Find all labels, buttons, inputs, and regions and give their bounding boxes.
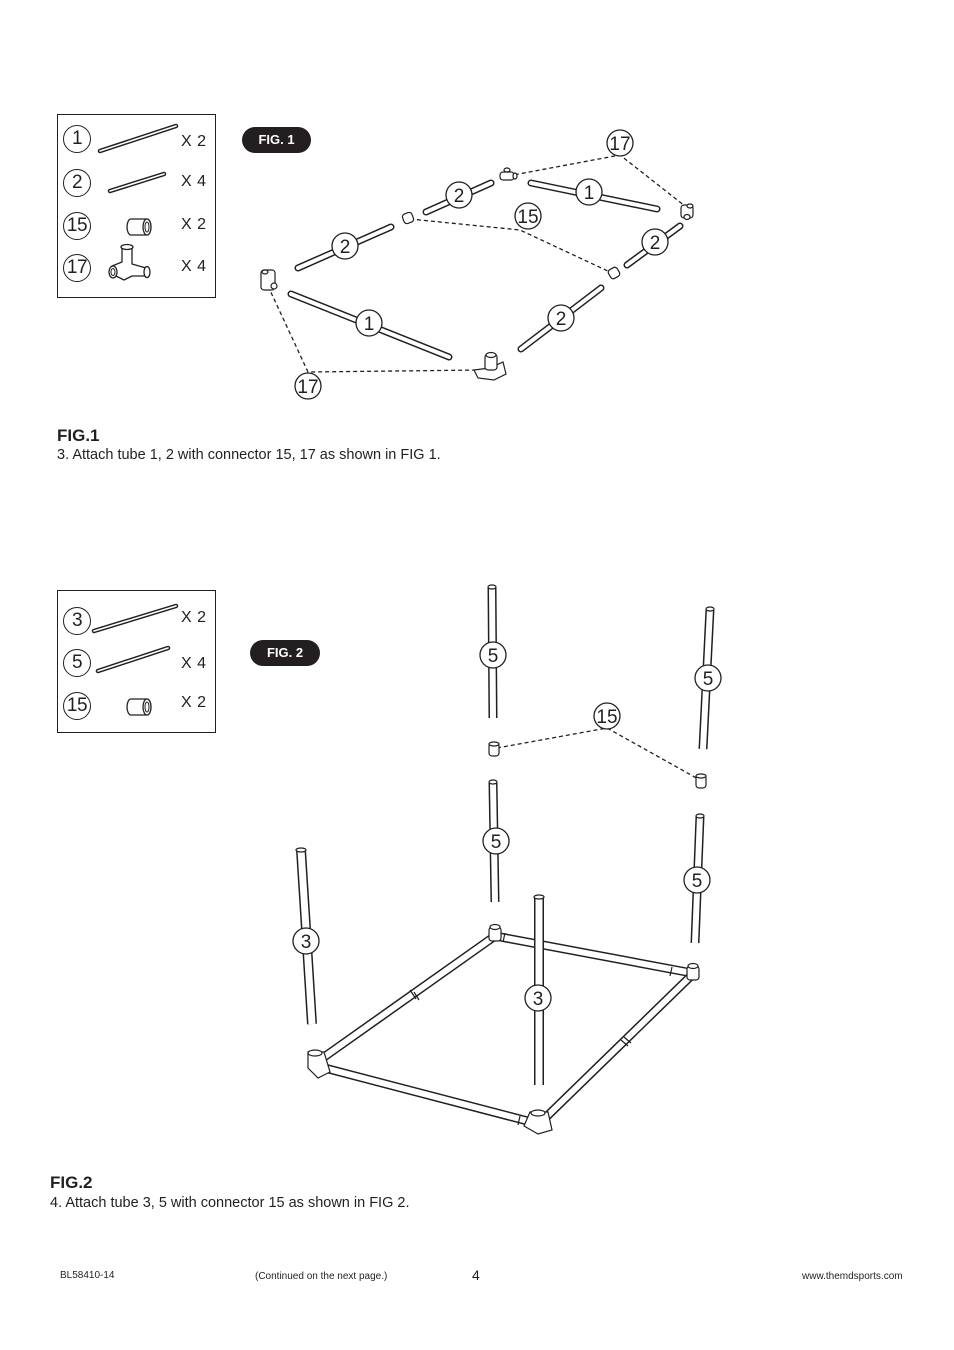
svg-text:1: 1 (584, 183, 595, 204)
fig1-pill-label: FIG. 1 (242, 127, 311, 153)
fig2-title: FIG.2 (50, 1173, 93, 1192)
parts-row-2: 2 X 4 (58, 169, 215, 201)
part-quantity: X 4 (181, 655, 207, 672)
straight-connector-left (488, 741, 500, 757)
fig2-instruction: 4. Attach tube 3, 5 with connector 15 as… (50, 1195, 410, 1211)
parts-row-3: 3 X 2 (58, 603, 215, 639)
part-number-badge: 15 (63, 692, 91, 720)
svg-text:15: 15 (517, 207, 538, 228)
footer-model-number: BL58410-14 (60, 1270, 115, 1281)
fig1-instruction: 3. Attach tube 1, 2 with connector 15, 1… (57, 447, 441, 463)
fig1-connectors (260, 167, 694, 381)
parts-row-15: 15 X 2 (58, 692, 215, 724)
callout-1-top: 1 (575, 178, 603, 206)
fig2-pill-label: FIG. 2 (250, 640, 320, 666)
callout-5-top-left: 5 (479, 641, 507, 669)
fig2-base-frame (314, 931, 696, 1129)
straight-connector-icon (126, 218, 152, 236)
svg-text:2: 2 (650, 233, 661, 254)
callout-17-bottom: 17 (294, 372, 322, 400)
svg-text:17: 17 (609, 134, 630, 155)
corner-front-right (523, 1109, 553, 1135)
fig2-parts-list: 3 X 2 5 X 4 15 X 2 (57, 590, 216, 733)
part-quantity: X 2 (181, 694, 207, 711)
svg-text:1: 1 (364, 314, 375, 335)
part-number-badge: 3 (63, 607, 91, 635)
part-quantity: X 2 (181, 133, 207, 150)
callout-5-top-right: 5 (694, 664, 722, 692)
callout-15: 15 (593, 702, 621, 730)
long-tube-icon (91, 603, 179, 634)
corner-connector-bottom (473, 351, 507, 381)
part-quantity: X 2 (181, 216, 207, 233)
long-tube-icon (97, 123, 179, 154)
part-quantity: X 4 (181, 173, 207, 190)
part-quantity: X 4 (181, 258, 207, 275)
callout-17-top: 17 (606, 129, 634, 157)
corner-connector-left (260, 269, 278, 291)
part-number-badge: 17 (63, 254, 91, 282)
svg-text:5: 5 (491, 832, 502, 853)
svg-text:3: 3 (533, 989, 544, 1010)
svg-text:2: 2 (340, 237, 351, 258)
corner-back-right (686, 962, 700, 981)
parts-row-15: 15 X 2 (58, 212, 215, 244)
fig1-callouts: 17 2 1 15 2 2 1 2 17 (294, 129, 669, 400)
fig2-corner-connectors (307, 923, 700, 1135)
straight-connector-icon (126, 698, 152, 716)
svg-text:5: 5 (692, 871, 703, 892)
short-tube-icon (95, 645, 171, 674)
corner-front-left (307, 1049, 331, 1079)
callout-3-center: 3 (524, 984, 552, 1012)
part-number-badge: 2 (63, 169, 91, 197)
footer-continued-note: (Continued on the next page.) (255, 1271, 388, 1282)
fig2-guide-line (496, 727, 701, 781)
corner-connector-icon (108, 243, 151, 281)
footer-website: www.themdsports.com (802, 1271, 903, 1282)
corner-connector-right (680, 203, 694, 221)
svg-text:2: 2 (556, 309, 567, 330)
corner-connector-top (499, 167, 518, 181)
callout-2-left: 2 (331, 232, 359, 260)
svg-text:5: 5 (703, 669, 714, 690)
fig1-assembly-diagram: 17 2 1 15 2 2 1 2 17 (260, 129, 694, 400)
callout-2-bottom: 2 (547, 304, 575, 332)
part-number-badge: 5 (63, 649, 91, 677)
footer-page-number: 4 (472, 1267, 480, 1283)
callout-5-mid-right: 5 (683, 866, 711, 894)
corner-back-left (488, 923, 502, 942)
parts-row-1: 1 X 2 (58, 123, 215, 157)
straight-connector-right (695, 773, 707, 789)
callout-2-right: 2 (641, 228, 669, 256)
fig2-callouts: 5 5 15 5 5 3 3 (292, 641, 722, 1012)
svg-text:3: 3 (301, 932, 312, 953)
fig2-assembly-diagram: 5 5 15 5 5 3 3 (292, 584, 722, 1135)
fig1-parts-list: 1 X 2 2 X 4 15 X 2 17 X 4 (57, 114, 216, 298)
callout-1-bottom: 1 (355, 309, 383, 337)
callout-2-top: 2 (445, 181, 473, 209)
svg-text:15: 15 (596, 707, 617, 728)
fig2-straight-connectors (488, 741, 707, 789)
part-quantity: X 2 (181, 609, 207, 626)
fig1-title: FIG.1 (57, 426, 100, 445)
callout-5-mid-left: 5 (482, 827, 510, 855)
short-tube-icon (107, 171, 167, 194)
svg-text:17: 17 (297, 377, 318, 398)
svg-text:5: 5 (488, 646, 499, 667)
callout-3-left: 3 (292, 927, 320, 955)
callout-15: 15 (514, 202, 542, 230)
parts-row-17: 17 X 4 (58, 243, 215, 286)
parts-row-5: 5 X 4 (58, 645, 215, 681)
svg-text:2: 2 (454, 186, 465, 207)
part-number-badge: 1 (63, 125, 91, 153)
part-number-badge: 15 (63, 212, 91, 240)
